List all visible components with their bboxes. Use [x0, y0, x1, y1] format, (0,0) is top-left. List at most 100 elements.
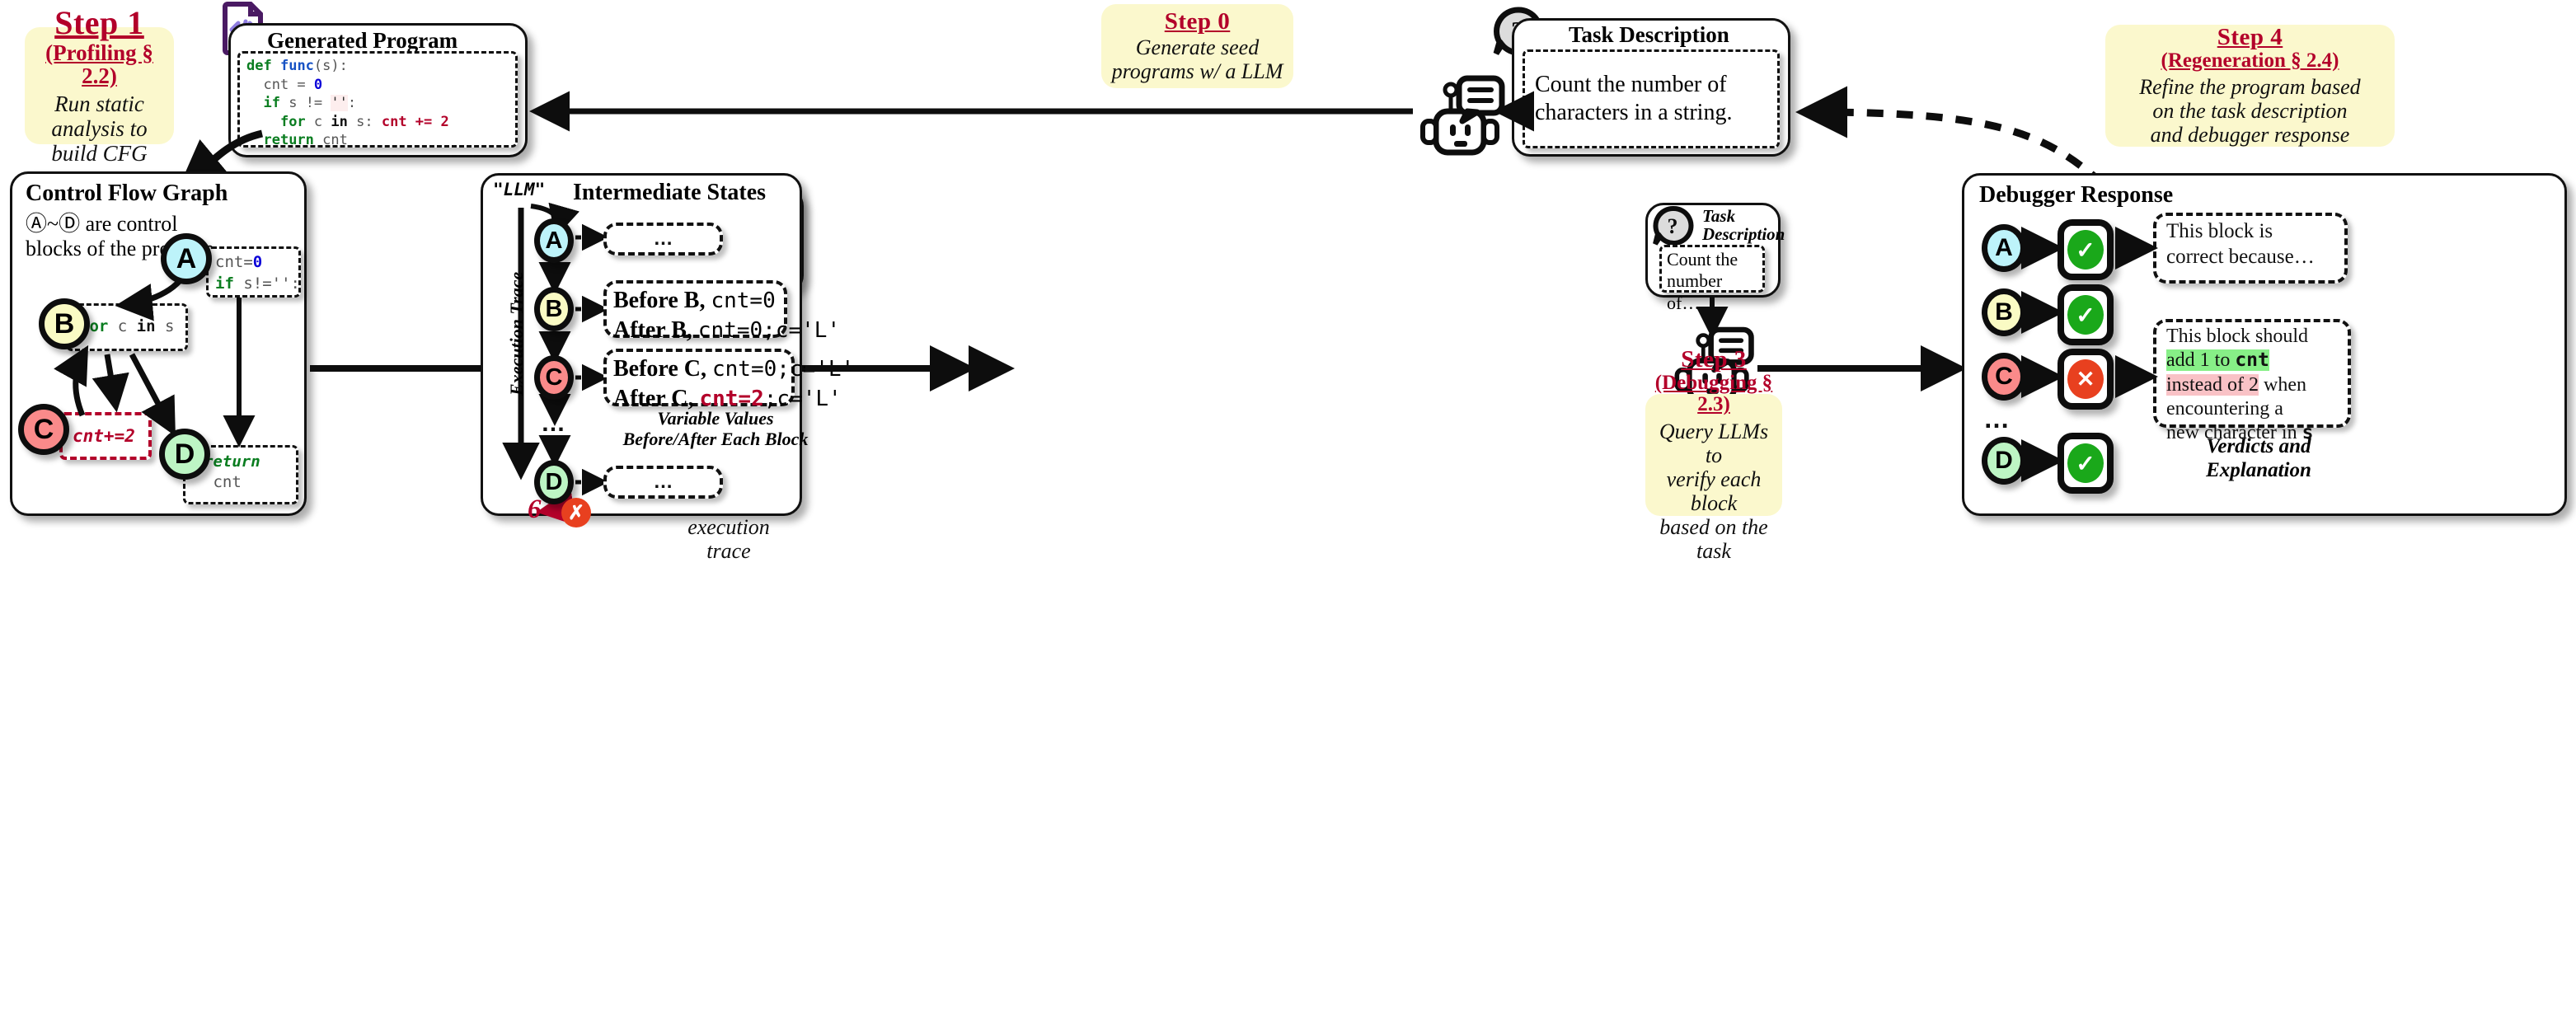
check-icon-A: ✓: [2067, 230, 2104, 270]
trace-final-cross-glyph: ✗: [567, 501, 585, 524]
state-box-B-before: Before B, cnt=0: [613, 286, 777, 316]
generated-program-code: def func(s): cnt = 0 if s != '': for c i…: [246, 58, 449, 149]
state-box-C-after: After C, cnt=2;c='L': [613, 384, 842, 414]
generated-program-title: Generated Program: [267, 28, 458, 53]
cfg-node-C[interactable]: C: [18, 404, 69, 455]
debugger-node-D[interactable]: D: [1982, 437, 2026, 485]
step-4-body: Refine the program based on the task des…: [2139, 75, 2361, 148]
debugger-caption: Verdicts and Explanation: [2206, 435, 2311, 481]
cfg-title: Control Flow Graph: [26, 180, 228, 206]
arrow-task-to-robot: [1494, 91, 1534, 132]
debugger-explanation-C-line-1: This block should: [2166, 326, 2308, 347]
trace-chain-arrows: [536, 223, 609, 526]
debugger-node-C[interactable]: C: [1982, 353, 2026, 401]
step-0-title: Step 0: [1164, 7, 1231, 35]
debugger-ellipsis: …: [1983, 404, 2011, 434]
state-box-B-after-value: cnt=0;c='L': [697, 318, 841, 344]
step-3-subtitle: (Debugging § 2.3): [1654, 372, 1773, 416]
cfg-block-A-code-text: cnt=0 if s!='':: [215, 253, 300, 293]
trace-node-B[interactable]: B: [534, 287, 574, 331]
cfg-block-A-code: cnt=0 if s!='':: [206, 246, 301, 298]
step-1-title: Step 1: [54, 3, 144, 41]
arrow-debugger-to-task: [1795, 86, 2106, 188]
step-3-note: Step 3 (Debugging § 2.3) Query LLMs to v…: [1645, 346, 1782, 563]
state-box-C: Before C, cnt=0;c='L' After C, cnt=2;c='…: [603, 349, 854, 411]
arrow-states-to-robot2: [805, 345, 1015, 391]
debugger-explanation-C-line-4: encountering a: [2166, 397, 2283, 420]
cfg-node-C-label: C: [33, 413, 54, 445]
debugger-explanation-C-line-2: add 1 to cnt: [2166, 349, 2269, 372]
intermediate-states-title: Intermediate States: [573, 180, 767, 205]
llm-robot-icon: [1418, 75, 1505, 163]
state-box-B: Before B, cnt=0 After B, cnt=0;c='L': [603, 280, 840, 343]
state-box-A-text: …: [653, 227, 673, 250]
trace-node-D[interactable]: D: [534, 460, 574, 504]
trace-node-A-label: A: [545, 227, 563, 254]
cfg-block-C-code-text: cnt+=2: [73, 426, 135, 446]
step-4-title: Step 4: [2217, 23, 2283, 50]
trace-final-cross-icon: ✗: [561, 498, 591, 527]
debugger-node-C-label: C: [1995, 363, 2013, 390]
svg-text:?: ?: [1668, 214, 1678, 238]
state-box-C-before: Before C, cnt=0;c='L': [613, 354, 854, 384]
debugger-row-arrows: [2021, 227, 2158, 482]
arrow-robot-to-program: [529, 91, 1413, 132]
cfg-block-C-code: cnt+=2: [59, 412, 152, 460]
step-0-note: Step 0 Generate seed programs w/ a LLM: [1101, 4, 1293, 88]
trace-ellipsis: …: [541, 410, 567, 437]
cross-icon-C: ✕: [2067, 359, 2104, 399]
check-icon-D: ✓: [2067, 443, 2104, 483]
intermediate-input-literal: "LLM": [493, 180, 546, 199]
state-box-B-after: After B, cnt=0;c='L': [613, 316, 840, 345]
task-description-small-text: Count the number of…: [1667, 249, 1738, 313]
cfg-edges: [54, 272, 256, 448]
generated-program-code-box: def func(s): cnt = 0 if s != '': for c i…: [237, 51, 518, 148]
state-box-B-before-value: cnt=0: [711, 288, 776, 313]
state-box-B-before-label: Before B,: [613, 288, 706, 313]
cfg-node-D-label: D: [174, 438, 195, 470]
cfg-node-A[interactable]: A: [161, 233, 212, 284]
debugger-node-A-label: A: [1995, 234, 2013, 261]
step-4-subtitle: (Regeneration § 2.4): [2161, 49, 2339, 72]
task-description-small-box: Count the number of…: [1659, 245, 1765, 313]
debugger-explanation-A-line-2: correct because…: [2166, 245, 2315, 268]
task-description-small-title: Task Description: [1702, 206, 1785, 245]
debugger-verdict-D[interactable]: ✓: [2058, 433, 2114, 494]
arrow-robot2-to-debugger: [1757, 345, 1967, 391]
trace-node-C[interactable]: C: [534, 355, 574, 400]
step-3-title: Step 3: [1681, 345, 1747, 373]
step-3-body: Query LLMs to verify each block based on…: [1659, 419, 1769, 564]
cfg-node-B-label: B: [54, 307, 75, 340]
check-icon-B: ✓: [2067, 295, 2104, 335]
state-box-C-after-value: ;c='L': [763, 387, 842, 412]
llm-robot-icon-2: [1672, 326, 1754, 410]
cfg-block-D-code-text: return cnt: [204, 452, 260, 491]
trace-node-B-label: B: [545, 295, 563, 322]
debugger-node-B[interactable]: B: [1982, 288, 2026, 336]
debugger-node-B-label: B: [1995, 298, 2013, 326]
execution-trace-axis: [502, 208, 540, 480]
state-box-A: …: [603, 223, 723, 255]
cfg-node-B[interactable]: B: [39, 298, 90, 349]
intermediate-caption: Variable Values Before/After Each Block: [622, 408, 809, 450]
debugger-response-title: Debugger Response: [1979, 182, 2174, 208]
state-box-D: …: [603, 466, 723, 499]
step-0-body: Generate seed programs w/ a LLM: [1111, 35, 1283, 84]
state-box-B-after-label: After B,: [613, 317, 692, 344]
debugger-explanation-C: This block should add 1 to cnt instead o…: [2153, 319, 2351, 443]
debugger-explanation-A-line-1: This block is: [2166, 220, 2273, 242]
debugger-explanation-C-line-5: new character in s: [2166, 422, 2314, 444]
arrow-task-small-to-robot2: [1696, 297, 1729, 339]
step-4-note: Step 4 (Regeneration § 2.4) Refine the p…: [2105, 23, 2395, 148]
cfg-node-D[interactable]: D: [159, 429, 210, 480]
trace-final-value: 6: [528, 495, 542, 524]
state-box-C-after-label: After C,: [613, 386, 694, 412]
debugger-explanation-C-line-3: instead of 2 when: [2166, 373, 2306, 396]
task-description-title: Task Description: [1569, 22, 1729, 47]
question-bubble-icon-small: ?: [1652, 205, 1696, 250]
trace-node-A[interactable]: A: [534, 218, 574, 263]
state-box-C-before-label: Before C,: [613, 356, 706, 382]
task-description-text: Count the number of characters in a stri…: [1535, 71, 1733, 125]
trace-node-C-label: C: [545, 363, 563, 391]
task-description-text-box: Count the number of characters in a stri…: [1523, 49, 1780, 148]
